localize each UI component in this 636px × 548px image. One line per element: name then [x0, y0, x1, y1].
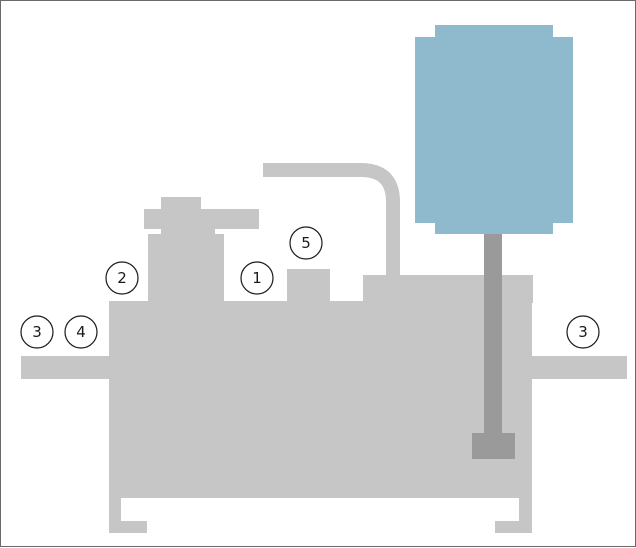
callout-2: 2 — [105, 261, 139, 295]
filler-cap — [287, 269, 330, 303]
submerged-pump — [472, 433, 515, 459]
suction-pipe — [263, 163, 400, 276]
callout-1: 1 — [240, 261, 274, 295]
callout-3-left: 3 — [20, 315, 54, 349]
callout-5-label: 5 — [301, 234, 311, 252]
valve-block — [148, 234, 224, 304]
callout-4-label: 4 — [76, 323, 86, 341]
pump-shaft — [484, 232, 502, 437]
callout-4: 4 — [64, 315, 98, 349]
callout-5: 5 — [289, 226, 323, 260]
left-foot — [109, 491, 147, 533]
pump-housing — [363, 275, 533, 303]
valve-handle — [144, 209, 259, 229]
left-pipe — [21, 356, 113, 379]
right-foot — [495, 491, 532, 533]
callout-3-right: 3 — [566, 315, 600, 349]
callout-2-label: 2 — [117, 269, 127, 287]
callout-3-right-label: 3 — [578, 323, 588, 341]
right-pipe — [529, 356, 627, 379]
callout-1-label: 1 — [252, 269, 262, 287]
motor — [415, 25, 573, 234]
callout-3-left-label: 3 — [32, 323, 42, 341]
tank-body — [109, 301, 532, 498]
valve-stem — [161, 197, 201, 211]
valve-neck — [161, 227, 215, 237]
